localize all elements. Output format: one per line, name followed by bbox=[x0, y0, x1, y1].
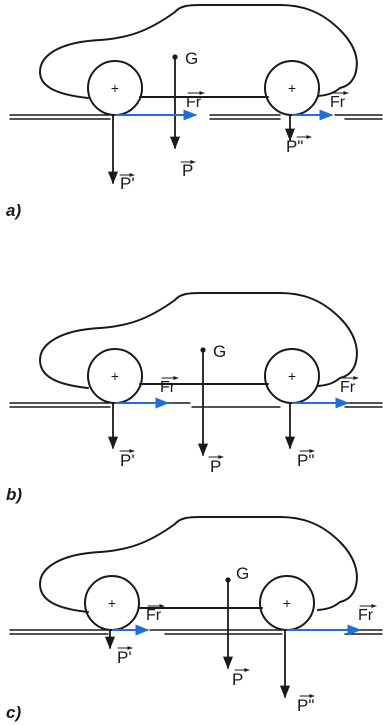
panel-b-label: b) bbox=[6, 485, 22, 504]
ground-line bbox=[9, 114, 383, 120]
panel-a-label: a) bbox=[6, 201, 21, 220]
panel-a: + + G P P' P" Fr Fr a) bbox=[6, 4, 383, 220]
car-body bbox=[39, 292, 358, 389]
rear-friction-label: Fr bbox=[330, 94, 346, 111]
front-friction-label: Fr bbox=[186, 94, 202, 111]
panel-c: + + G P P' P" Fr Fr c) bbox=[6, 516, 383, 722]
weight-label: P bbox=[182, 161, 193, 180]
rear-reaction-label: P" bbox=[297, 451, 314, 470]
car-body bbox=[39, 516, 358, 613]
rear-friction-label: Fr bbox=[340, 379, 356, 396]
panel-b: + + G P P' P" Fr Fr b) bbox=[6, 292, 383, 504]
front-wheel-center: + bbox=[111, 80, 119, 96]
rear-reaction-label: P" bbox=[286, 137, 303, 156]
rear-wheel-center: + bbox=[283, 595, 291, 611]
front-wheel-center: + bbox=[108, 595, 116, 611]
rear-wheel-center: + bbox=[288, 80, 296, 96]
front-reaction-label: P' bbox=[120, 451, 135, 470]
cg-label: G bbox=[185, 49, 198, 68]
weight-label: P bbox=[232, 670, 243, 689]
rear-reaction-label: P" bbox=[297, 696, 314, 715]
front-wheel-center: + bbox=[111, 368, 119, 384]
front-reaction-label: P' bbox=[117, 648, 132, 667]
rear-friction-label: Fr bbox=[358, 607, 374, 624]
cg-label: G bbox=[213, 342, 226, 361]
front-reaction-label: P' bbox=[120, 174, 135, 193]
panel-c-label: c) bbox=[6, 703, 21, 722]
rear-wheel-center: + bbox=[288, 368, 296, 384]
front-friction-label: Fr bbox=[160, 379, 176, 396]
cg-label: G bbox=[236, 564, 249, 583]
car-body bbox=[39, 4, 358, 99]
weight-label: P bbox=[210, 457, 221, 476]
front-friction-label: Fr bbox=[146, 607, 162, 624]
